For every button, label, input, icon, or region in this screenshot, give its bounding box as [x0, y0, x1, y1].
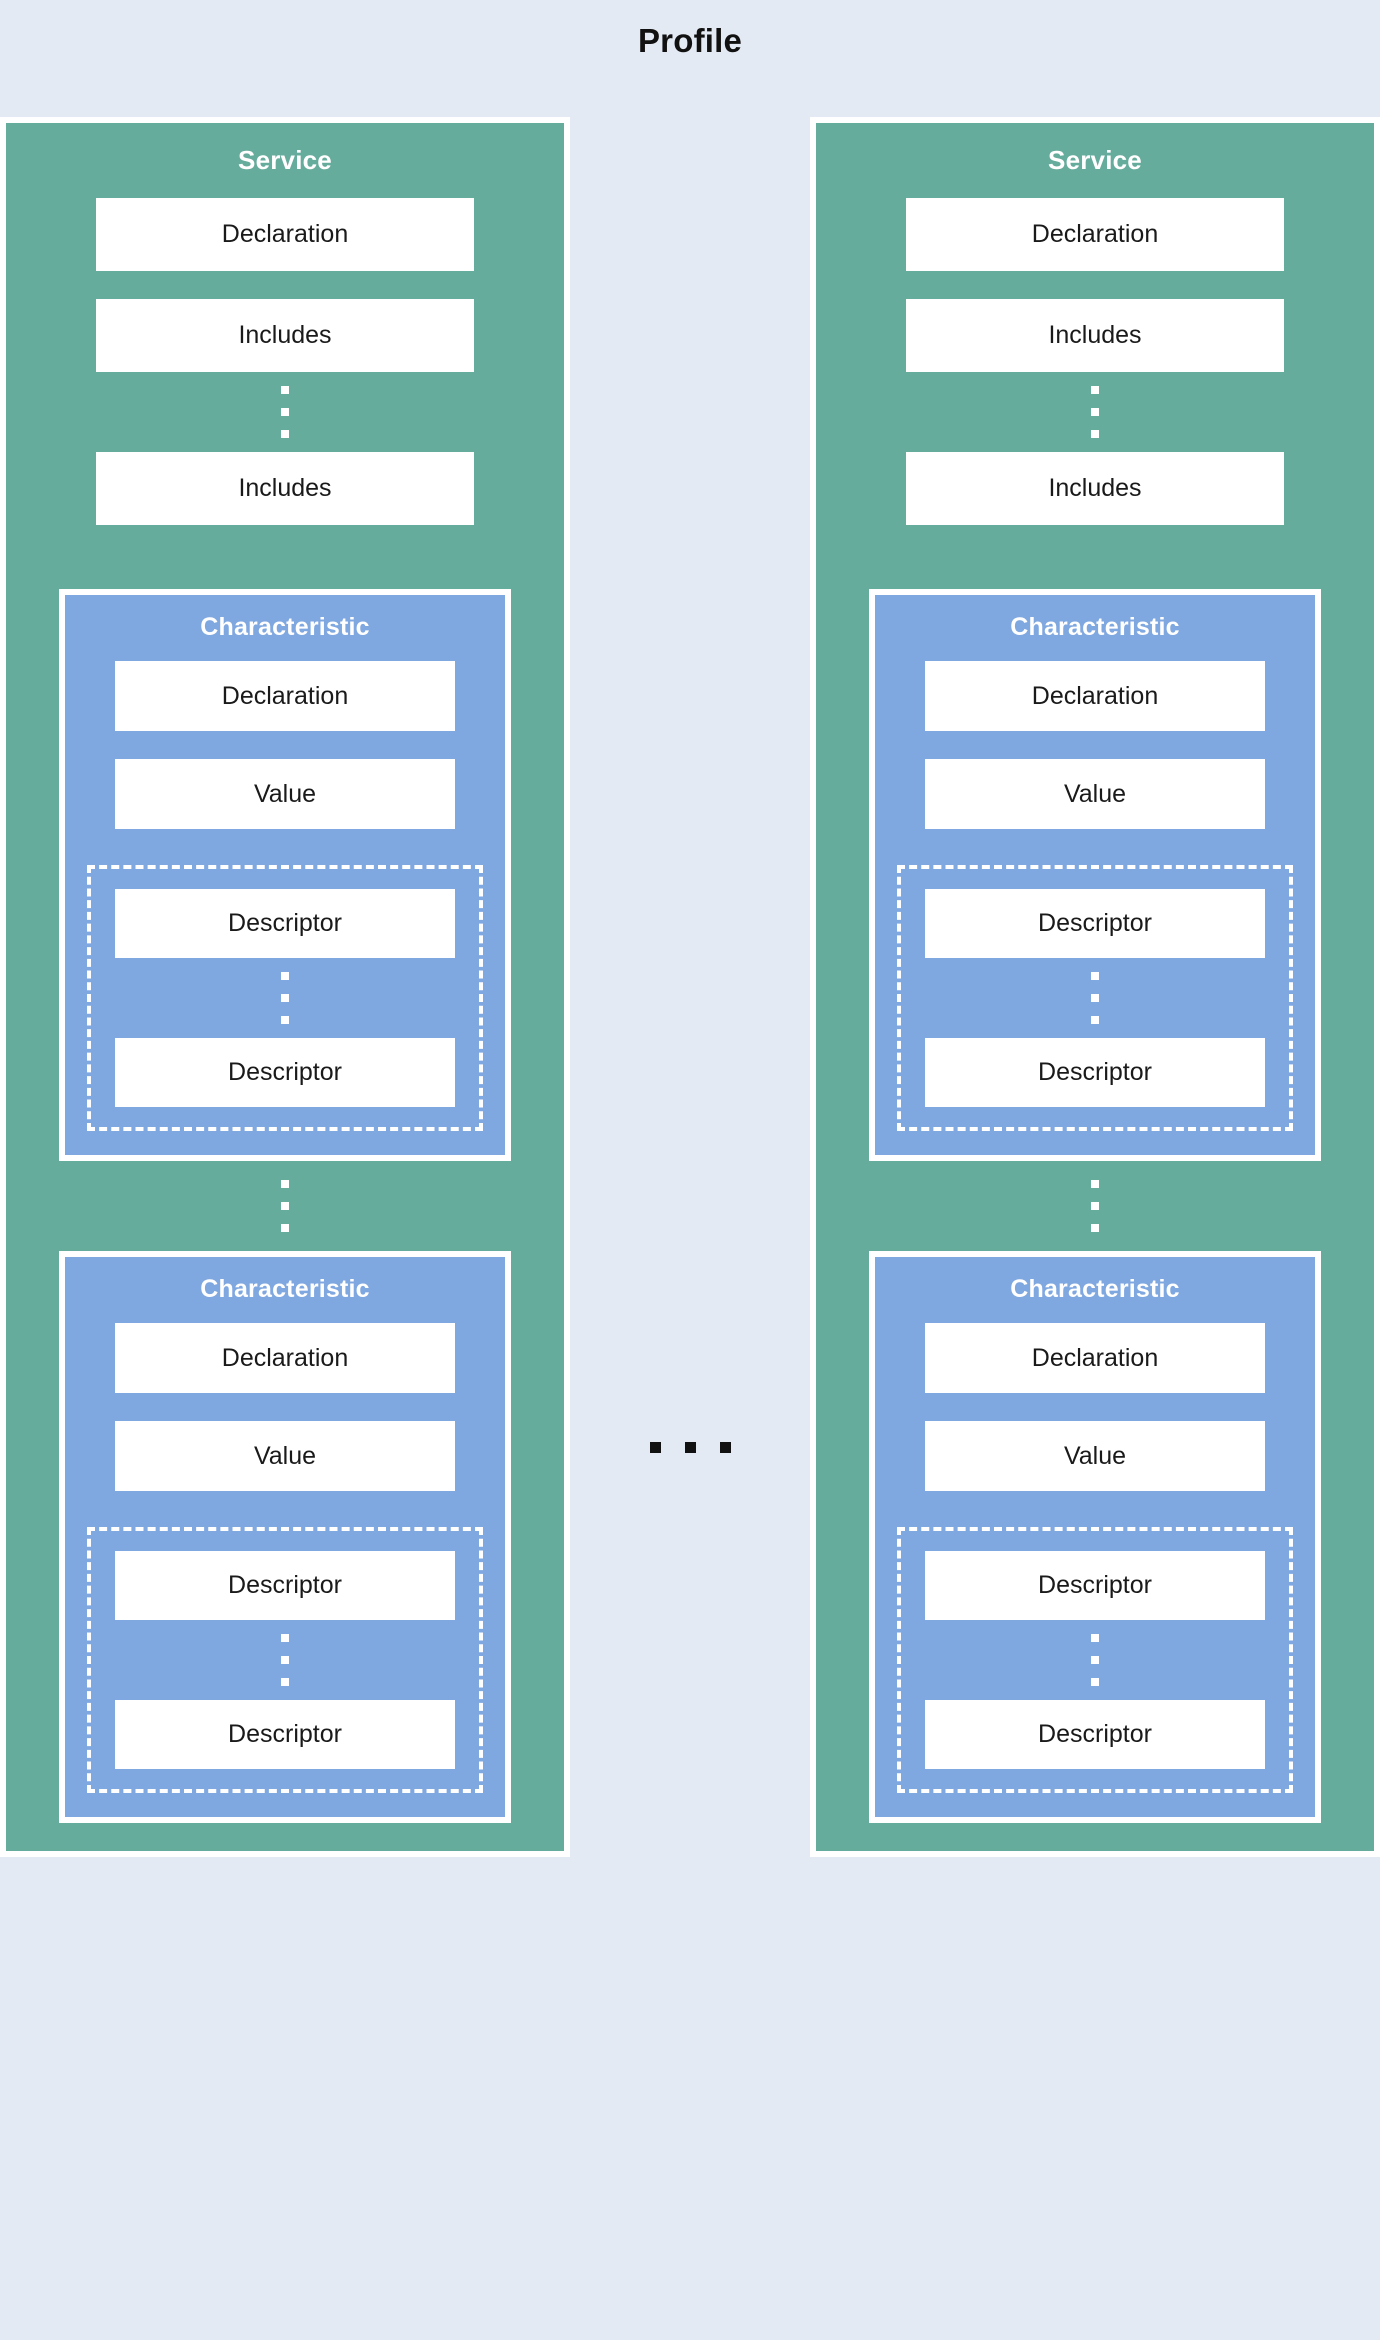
ellipsis-dot	[281, 1678, 289, 1686]
service-includes-last-box: Includes	[96, 452, 474, 525]
characteristic-declaration-box: Declaration	[925, 661, 1265, 731]
characteristic-block: Characteristic Declaration Value Descrip…	[59, 1251, 511, 1823]
descriptor-last-box: Descriptor	[115, 1700, 455, 1769]
ellipsis-dot	[281, 386, 289, 394]
descriptor-group: Descriptor Descriptor	[87, 865, 483, 1131]
service-title: Service	[238, 145, 332, 175]
vertical-ellipsis-icon	[1091, 958, 1099, 1038]
horizontal-ellipsis-icon	[570, 1442, 810, 1453]
ellipsis-dot	[1091, 408, 1099, 416]
service-columns: Service Declaration Includes Includes Ch…	[0, 117, 1380, 2287]
ellipsis-dot	[1091, 994, 1099, 1002]
ellipsis-dot	[684, 1442, 696, 1453]
characteristic-declaration-box: Declaration	[925, 1323, 1265, 1393]
column-gap	[570, 117, 810, 2287]
ellipsis-dot	[281, 1016, 289, 1024]
ellipsis-dot	[281, 1656, 289, 1664]
characteristic-value-box: Value	[925, 1421, 1265, 1491]
service-includes-first-box: Includes	[906, 299, 1284, 372]
vertical-ellipsis-icon	[1091, 1620, 1099, 1700]
vertical-ellipsis-icon	[281, 372, 289, 452]
ellipsis-dot	[1091, 430, 1099, 438]
ellipsis-dot	[281, 994, 289, 1002]
ellipsis-dot	[281, 1634, 289, 1642]
service-title: Service	[1048, 145, 1142, 175]
descriptor-first-box: Descriptor	[925, 889, 1265, 958]
service-includes-first-box: Includes	[96, 299, 474, 372]
characteristic-declaration-box: Declaration	[115, 661, 455, 731]
characteristic-value-box: Value	[925, 759, 1265, 829]
characteristic-title: Characteristic	[200, 1275, 370, 1303]
service-declaration-box: Declaration	[906, 198, 1284, 271]
ellipsis-dot	[1091, 972, 1099, 980]
characteristic-value-box: Value	[115, 759, 455, 829]
descriptor-last-box: Descriptor	[925, 1700, 1265, 1769]
vertical-ellipsis-icon	[281, 1620, 289, 1700]
characteristic-title: Characteristic	[200, 613, 370, 641]
descriptor-group: Descriptor Descriptor	[87, 1527, 483, 1793]
characteristic-title: Characteristic	[1010, 613, 1180, 641]
characteristic-value-box: Value	[115, 1421, 455, 1491]
characteristic-title: Characteristic	[1010, 1275, 1180, 1303]
ellipsis-dot	[1091, 1678, 1099, 1686]
vertical-ellipsis-icon	[281, 958, 289, 1038]
descriptor-last-box: Descriptor	[115, 1038, 455, 1107]
vertical-ellipsis-icon	[1091, 1161, 1099, 1251]
descriptor-first-box: Descriptor	[115, 1551, 455, 1620]
service-includes-last-box: Includes	[906, 452, 1284, 525]
descriptor-first-box: Descriptor	[925, 1551, 1265, 1620]
ellipsis-dot	[1091, 1180, 1099, 1188]
characteristic-block: Characteristic Declaration Value Descrip…	[869, 1251, 1321, 1823]
ellipsis-dot	[281, 408, 289, 416]
ellipsis-dot	[281, 1224, 289, 1232]
ellipsis-dot	[719, 1442, 731, 1453]
service-block-right: Service Declaration Includes Includes Ch…	[810, 117, 1380, 1857]
ellipsis-dot	[649, 1442, 661, 1453]
ellipsis-dot	[1091, 1016, 1099, 1024]
ellipsis-dot	[281, 1202, 289, 1210]
page-title: Profile	[637, 22, 743, 59]
ellipsis-dot	[1091, 1634, 1099, 1642]
service-declaration-box: Declaration	[96, 198, 474, 271]
vertical-ellipsis-icon	[281, 1161, 289, 1251]
vertical-ellipsis-icon	[1091, 372, 1099, 452]
ellipsis-dot	[281, 1180, 289, 1188]
ellipsis-dot	[1091, 1656, 1099, 1664]
ellipsis-dot	[281, 430, 289, 438]
descriptor-first-box: Descriptor	[115, 889, 455, 958]
ellipsis-dot	[1091, 1202, 1099, 1210]
ellipsis-dot	[281, 972, 289, 980]
service-block-left: Service Declaration Includes Includes Ch…	[0, 117, 570, 1857]
ellipsis-dot	[1091, 1224, 1099, 1232]
characteristic-block: Characteristic Declaration Value Descrip…	[869, 589, 1321, 1161]
descriptor-last-box: Descriptor	[925, 1038, 1265, 1107]
characteristic-block: Characteristic Declaration Value Descrip…	[59, 589, 511, 1161]
descriptor-group: Descriptor Descriptor	[897, 865, 1293, 1131]
characteristic-declaration-box: Declaration	[115, 1323, 455, 1393]
ellipsis-dot	[1091, 386, 1099, 394]
descriptor-group: Descriptor Descriptor	[897, 1527, 1293, 1793]
